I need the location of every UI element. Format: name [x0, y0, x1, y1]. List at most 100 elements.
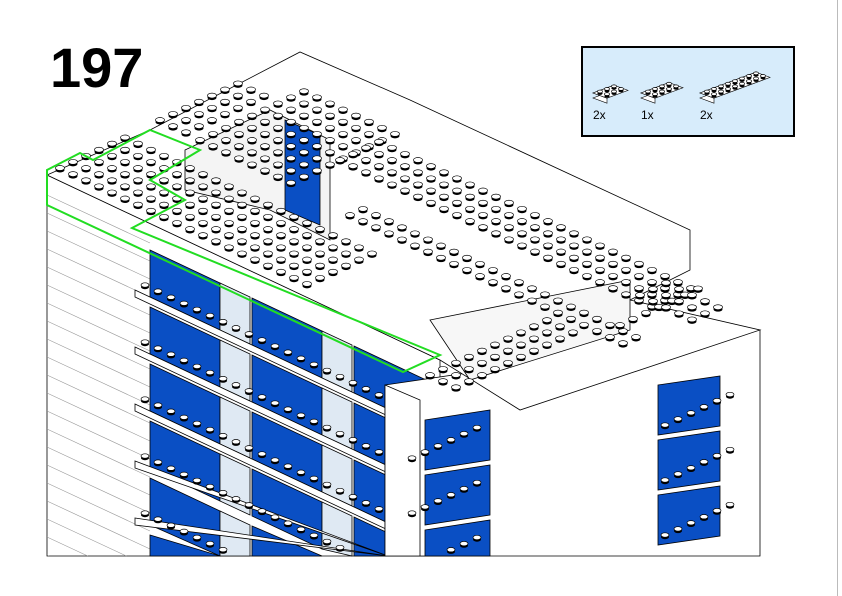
- stud-top: [140, 510, 150, 516]
- stud-top: [374, 138, 384, 145]
- stud-top: [276, 256, 286, 263]
- stud-top: [263, 262, 273, 269]
- stud-top: [674, 298, 684, 304]
- stud-top: [107, 140, 117, 147]
- stud-top: [273, 112, 283, 119]
- stud-top: [234, 131, 244, 137]
- part-quantity: 1x: [641, 108, 654, 122]
- stud-top: [120, 195, 130, 202]
- stud-top: [465, 193, 475, 200]
- stud-top: [351, 112, 361, 119]
- stud-top: [211, 213, 221, 220]
- stud-top: [361, 144, 371, 151]
- stud-top: [582, 236, 592, 243]
- stud-top: [516, 341, 526, 348]
- brick-line: [46, 482, 151, 532]
- stud-top: [286, 179, 296, 186]
- stud-top: [472, 479, 482, 486]
- stud-top: [753, 71, 759, 76]
- stud-top: [185, 201, 195, 208]
- stud-top: [713, 304, 723, 311]
- stud-top: [315, 226, 325, 232]
- stud-top: [159, 152, 169, 159]
- stud-top: [328, 244, 338, 251]
- stud-top: [338, 131, 348, 137]
- stud-top: [739, 81, 745, 86]
- stud-top: [364, 131, 374, 137]
- stud-top: [387, 157, 397, 163]
- stud-top: [595, 279, 605, 285]
- stud-top: [276, 244, 286, 251]
- stud-top: [361, 500, 371, 506]
- stud-top: [247, 112, 257, 119]
- stud-top: [361, 443, 371, 449]
- stud-top: [263, 213, 273, 220]
- stud-top: [260, 143, 270, 149]
- stud-top: [693, 285, 703, 292]
- stud-top: [179, 300, 189, 306]
- stud-top: [452, 199, 462, 206]
- stud-top: [120, 183, 130, 190]
- stud-top: [374, 392, 384, 398]
- stud-top: [746, 79, 752, 83]
- brick-line: [46, 356, 151, 406]
- stud-top: [358, 218, 368, 224]
- stud-top: [439, 169, 449, 176]
- stud-top: [661, 279, 671, 286]
- stud-top: [413, 181, 423, 188]
- stud-top: [146, 159, 156, 165]
- stud-top: [700, 310, 710, 317]
- stud-top: [159, 201, 169, 208]
- stud-top: [233, 92, 243, 99]
- stud-top: [181, 129, 191, 136]
- stud-top: [361, 386, 371, 392]
- stud-top: [237, 201, 247, 208]
- stud-top: [246, 98, 256, 105]
- stud-top: [426, 199, 436, 206]
- stud-top: [273, 100, 283, 107]
- stud-top: [439, 193, 449, 200]
- stud-top: [579, 309, 589, 316]
- stud-top: [516, 353, 526, 360]
- stud-top: [221, 137, 231, 143]
- stud-top: [312, 131, 322, 137]
- stud-top: [211, 226, 221, 232]
- stud-top: [490, 353, 500, 360]
- stud-top: [335, 544, 345, 551]
- stud-top: [273, 161, 283, 168]
- stud-top: [540, 291, 550, 298]
- stud-top: [465, 205, 475, 212]
- stud-top: [276, 207, 286, 214]
- stud-top: [247, 149, 257, 156]
- stud-top: [299, 161, 309, 168]
- stud-top: [208, 131, 218, 137]
- corner-pillar: [384, 384, 421, 557]
- stud-top: [687, 316, 697, 323]
- stud-top: [635, 292, 645, 298]
- stud-top: [407, 510, 417, 516]
- stud-top: [477, 347, 487, 354]
- stud-top: [361, 157, 371, 163]
- stud-top: [260, 155, 270, 162]
- stud-top: [595, 266, 605, 273]
- stud-top: [652, 87, 658, 91]
- stud-top: [237, 250, 247, 257]
- stud-top: [608, 248, 618, 255]
- stud-top: [289, 238, 299, 245]
- stud-top: [224, 244, 234, 251]
- stud-top: [699, 459, 709, 465]
- stud-top: [179, 414, 189, 420]
- stud-top: [686, 465, 696, 471]
- stud-top: [477, 359, 487, 366]
- stud-top: [579, 321, 589, 328]
- stud-top: [501, 273, 511, 279]
- stud-top: [257, 394, 267, 400]
- stud-top: [259, 92, 269, 99]
- stud-top: [205, 426, 215, 433]
- stud-top: [286, 155, 296, 162]
- stud-top: [153, 402, 163, 408]
- stud-top: [464, 378, 474, 384]
- stud-top: [634, 260, 644, 267]
- stud-top: [712, 453, 722, 459]
- stud-top: [299, 137, 309, 143]
